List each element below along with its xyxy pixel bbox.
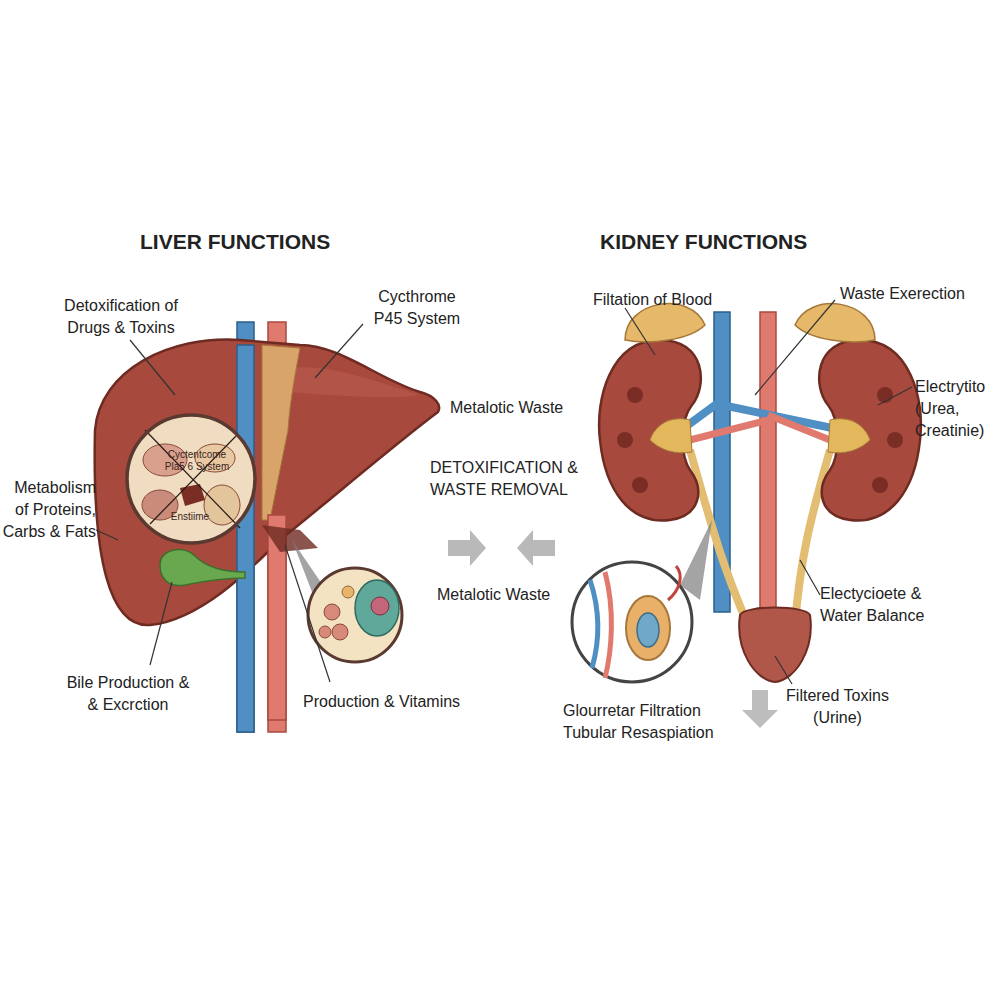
nephron-vessel [590, 580, 598, 668]
callout-label: Filtation of Blood [593, 289, 712, 311]
callout-label: Electycioete & Water Balance [820, 583, 938, 627]
liver-hilum [262, 525, 318, 552]
callout-label: Glourretar Filtration Tubular Resaspiati… [563, 700, 743, 744]
renal-pyramid [617, 432, 633, 448]
section-heading: LIVER FUNCTIONS [140, 229, 330, 254]
flow-arrow [742, 690, 778, 728]
tissue-background [128, 416, 254, 542]
leader-line [150, 582, 172, 665]
renal-pyramid [632, 477, 648, 493]
gallbladder [160, 550, 245, 586]
leader-line [800, 560, 820, 595]
magnifier-node: Cyctentcome Pla5 6 SystemEnstiime [125, 413, 257, 545]
leader-line [96, 530, 118, 540]
callout-label: Electrytito (Urea, Creatinie) [915, 376, 999, 442]
leader-line [285, 545, 330, 682]
section-heading: KIDNEY FUNCTIONS [600, 229, 807, 254]
renal-pyramid [877, 387, 893, 403]
leader-line [315, 324, 363, 378]
leader-line [755, 300, 835, 395]
bladder [739, 608, 811, 683]
nephron-magnifier [572, 562, 692, 682]
center-heading: DETOXIFICATION & WASTE REMOVAL [430, 457, 605, 501]
renal-pelvis [828, 419, 870, 453]
node-outline [125, 413, 257, 545]
cell-organelle [342, 586, 354, 598]
renal-pelvis [650, 419, 692, 453]
callout-label: Detoxification of Drugs & Toxins [48, 295, 194, 339]
callout-label: Bile Production & & Excrction [60, 672, 196, 716]
liver-highlight [280, 367, 420, 397]
flow-arrow [517, 530, 555, 566]
callout-label: Cycthrome P45 System [367, 286, 467, 330]
liver-ligament [262, 345, 300, 520]
magnifier-ring [127, 415, 255, 543]
renal-artery [768, 415, 830, 440]
glomerulus [637, 613, 659, 647]
renal-pyramid [887, 432, 903, 448]
renal-artery [690, 420, 768, 440]
cell-nucleus [371, 597, 389, 615]
magnifier-pointer [292, 540, 322, 592]
cell-organelle [332, 624, 348, 640]
callout-label: Waste Exerection [840, 283, 965, 305]
kidney-shape [819, 340, 921, 520]
kidney-shape [599, 340, 701, 520]
leader-line [625, 308, 655, 355]
cell-organelle [324, 604, 340, 620]
renal-pyramid [627, 387, 643, 403]
magnifier-line [145, 430, 240, 528]
node-text: Cyctentcome Pla5 6 System [162, 449, 232, 473]
adrenal-gland [625, 304, 705, 342]
vena-cava-front [237, 345, 254, 732]
leader-line [878, 387, 912, 405]
callout-label: Filtered Toxins (Urine) [775, 685, 900, 729]
flow-label: Metalotic Waste [450, 397, 563, 419]
cell-body [355, 580, 399, 636]
flow-arrow [448, 530, 486, 566]
tissue-lobule [204, 485, 240, 525]
magnifier-line [150, 436, 236, 524]
renal-pyramid [872, 477, 888, 493]
cell-magnifier [308, 568, 402, 662]
nephron-vessel [605, 572, 611, 678]
callout-label: Metabolism of Proteins, Carbs & Fats [0, 477, 96, 543]
magnifier-pointer [680, 520, 712, 600]
nephron-capsule [626, 596, 670, 660]
cell-organelle [319, 626, 331, 638]
adrenal-gland [795, 304, 875, 342]
nephron-tubule [668, 566, 680, 600]
callout-label: Production & Vitamins [303, 691, 460, 713]
aorta [760, 312, 776, 612]
node-text: Enstiime [165, 511, 215, 523]
flow-label: Metalotic Waste [437, 584, 550, 606]
leader-line [130, 340, 175, 395]
leader-line [775, 656, 792, 684]
